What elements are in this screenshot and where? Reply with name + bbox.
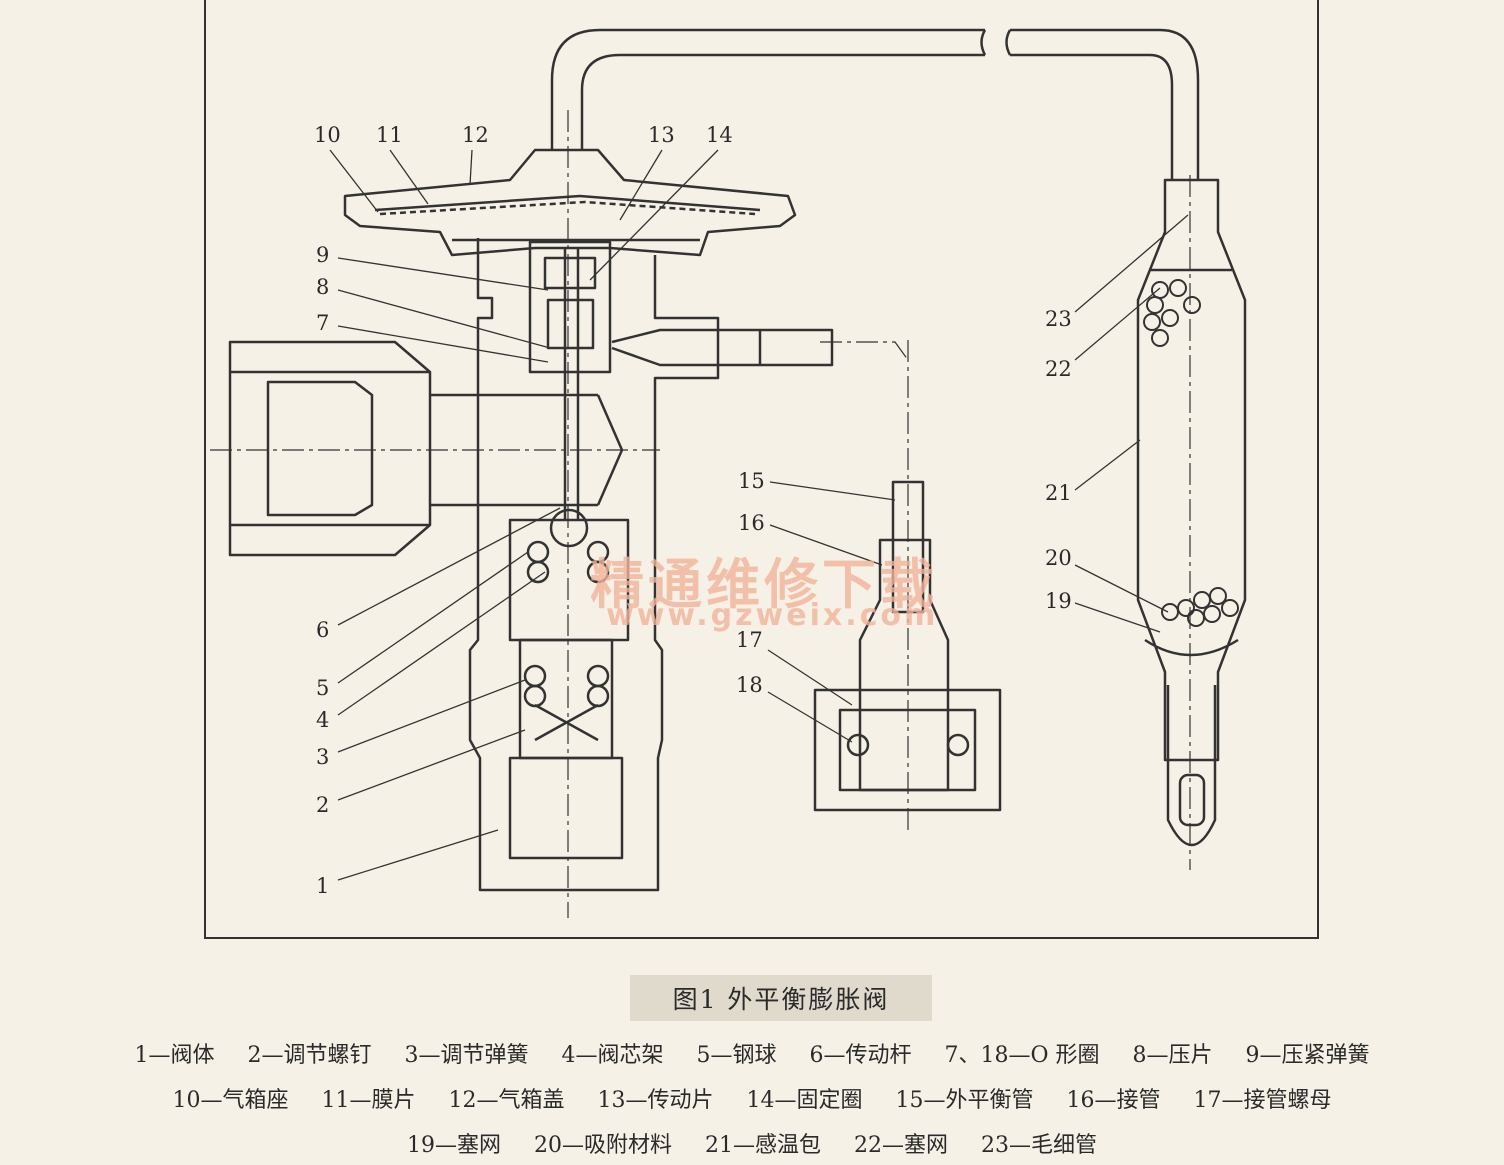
- legend-item: 6—传动杆: [809, 1043, 912, 1068]
- callout-13: 13: [648, 123, 675, 147]
- center-lines: [210, 110, 1191, 918]
- figure-caption: 图1 外平衡膨胀阀: [630, 975, 932, 1021]
- callout-11: 11: [376, 123, 403, 147]
- legend-item: 4—阀芯架: [561, 1043, 664, 1068]
- legend-item: 10—气箱座: [172, 1088, 289, 1113]
- valve-body-drawing: [228, 28, 1247, 892]
- callout-2: 2: [316, 793, 329, 817]
- legend-item: 16—接管: [1066, 1088, 1161, 1113]
- callout-22: 22: [1045, 357, 1072, 381]
- legend-item: 23—毛细管: [981, 1133, 1097, 1158]
- legend-item: 8—压片: [1132, 1043, 1213, 1068]
- leader-lines: [329, 149, 1189, 881]
- callout-14: 14: [706, 123, 733, 147]
- legend-item: 13—传动片: [597, 1088, 714, 1113]
- legend-item: 3—调节弹簧: [404, 1043, 529, 1068]
- legend-row-1: 1—阀体 2—调节螺钉 3—调节弹簧 4—阀芯架 5—钢球 6—传动杆 7、18…: [0, 1037, 1504, 1069]
- callout-5: 5: [316, 676, 329, 700]
- callout-15: 15: [738, 469, 765, 493]
- callout-4: 4: [316, 708, 329, 732]
- legend-item: 7、18—O 形圈: [944, 1043, 1100, 1068]
- adsorbent-balls: [1143, 279, 1239, 627]
- callout-19: 19: [1045, 589, 1072, 613]
- callout-3: 3: [316, 745, 329, 769]
- legend-item: 14—固定圈: [746, 1088, 863, 1113]
- callout-12: 12: [462, 123, 489, 147]
- callout-7: 7: [316, 311, 329, 335]
- legend-item: 17—接管螺母: [1193, 1088, 1332, 1113]
- legend-item: 1—阀体: [134, 1043, 215, 1068]
- legend-row-3: 19—塞网 20—吸附材料 21—感温包 22—塞网 23—毛细管: [0, 1127, 1504, 1159]
- callout-17: 17: [736, 628, 763, 652]
- legend-item: 19—塞网: [407, 1133, 501, 1158]
- legend-item: 20—吸附材料: [534, 1133, 672, 1158]
- legend-item: 11—膜片: [321, 1088, 416, 1113]
- callout-labels: 1 2 3 4 5 6 7 8 9 10 11 12 13 14 15 16 1…: [314, 123, 1072, 898]
- figure-frame: [204, 0, 1319, 939]
- legend-item: 9—压紧弹簧: [1245, 1043, 1370, 1068]
- callout-10: 10: [314, 123, 341, 147]
- legend-item: 12—气箱盖: [448, 1088, 565, 1113]
- callout-16: 16: [738, 511, 765, 535]
- callout-20: 20: [1045, 546, 1072, 570]
- callout-8: 8: [316, 275, 329, 299]
- legend-item: 5—钢球: [696, 1043, 777, 1068]
- valve-diagram: 1 2 3 4 5 6 7 8 9 10 11 12 13 14 15 16 1…: [204, 0, 1319, 939]
- callout-1: 1: [316, 874, 329, 898]
- legend-item: 22—塞网: [854, 1133, 948, 1158]
- callout-18: 18: [736, 673, 763, 697]
- legend-row-2: 10—气箱座 11—膜片 12—气箱盖 13—传动片 14—固定圈 15—外平衡…: [0, 1082, 1504, 1114]
- callout-23: 23: [1045, 307, 1072, 331]
- legend-item: 15—外平衡管: [895, 1088, 1034, 1113]
- callout-9: 9: [316, 243, 329, 267]
- callout-21: 21: [1045, 481, 1072, 505]
- legend-item: 21—感温包: [705, 1133, 821, 1158]
- legend-item: 2—调节螺钉: [247, 1043, 372, 1068]
- caption-text: 图1 外平衡膨胀阀: [672, 985, 890, 1014]
- callout-6: 6: [316, 618, 329, 642]
